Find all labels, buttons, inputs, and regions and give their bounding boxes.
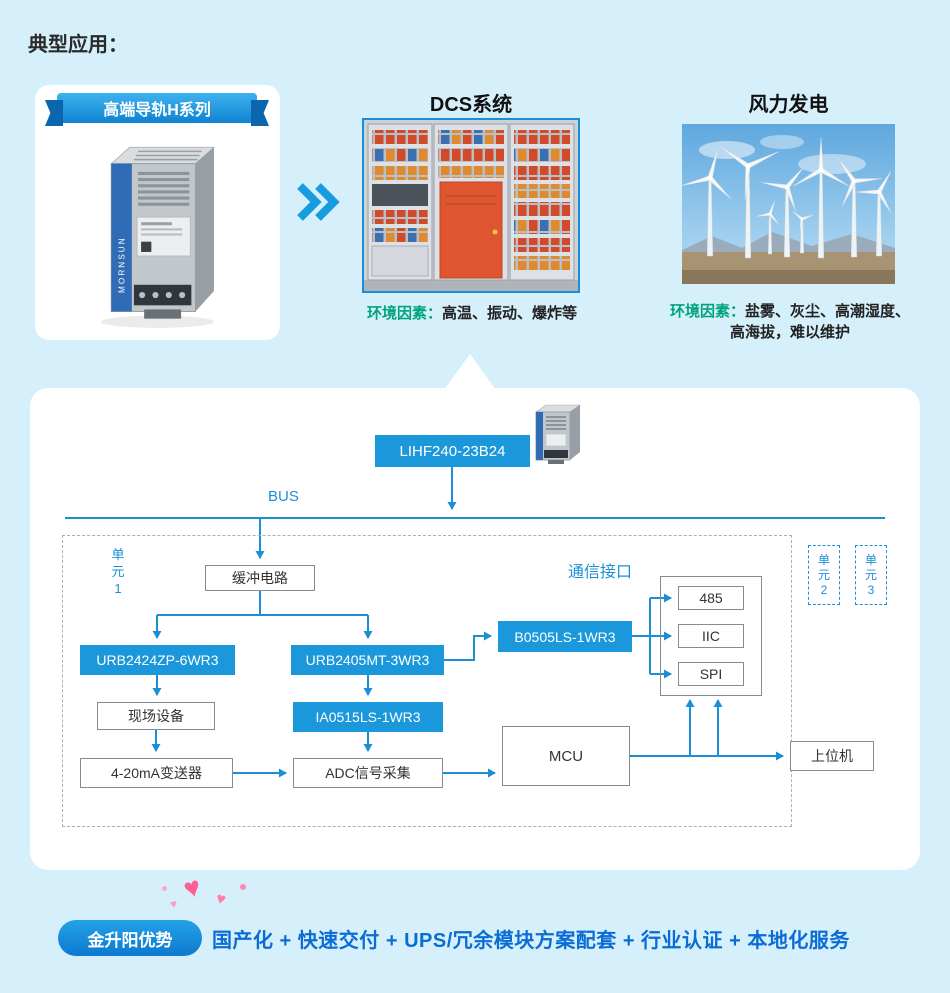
unit1-label: 单元1 [111,547,125,596]
series-ribbon: 高端导轨H系列 [57,93,257,123]
heart-icon: ♥ [180,870,205,905]
urb2405-box: URB2405MT-3WR3 [291,645,444,675]
heart-icon: ♥ [169,896,179,912]
bus-label: BUS [268,488,299,505]
dcs-env-value: 高温、振动、爆炸等 [442,305,578,322]
urb2424-box: URB2424ZP-6WR3 [80,645,235,675]
wind-turbines-image [680,124,895,284]
dcs-env-text: 环境因素：高温、振动、爆炸等 [322,303,622,324]
wind-section-title: 风力发电 [748,94,829,116]
heart-icon: ♥ [214,890,228,909]
buffer-circuit-box: 缓冲电路 [205,565,315,591]
product-card: 高端导轨H系列 MORNSUN [35,85,280,340]
unit3-box: 单元3 [855,545,887,605]
b0505-box: B0505LS-1WR3 [498,621,632,652]
if485-box: 485 [678,586,744,610]
field-device-box: 现场设备 [97,702,215,730]
advantage-slogan: 国产化 + 快速交付 + UPS/冗余模块方案配套 + 行业认证 + 本地化服务 [212,929,850,952]
wind-env-text: 环境因素：盐雾、灰尘、高潮湿度、 高海拔，难以维护 [652,301,928,343]
interface-group-box [660,576,762,696]
wind-env-line2: 高海拔，难以维护 [729,324,850,341]
advantage-badge: 金升阳优势 [58,920,202,956]
psu-product-image: MORNSUN [101,146,216,328]
module-label-box: LIHF240-23B24 [375,435,530,467]
decor-dot [240,884,246,890]
unit3-label: 单元3 [864,552,877,597]
psu-mini-image [535,404,581,464]
iic-box: IIC [678,624,744,648]
transmitter-box: 4-20mA变送器 [80,758,233,788]
comm-interface-title: 通信接口 [567,564,632,581]
host-computer-box: 上位机 [790,741,874,771]
mcu-box: MCU [502,726,630,786]
wind-env-label: 环境因素： [669,303,745,320]
decor-dot [162,886,167,891]
wind-env-line1: 盐雾、灰尘、高潮湿度、 [745,303,911,320]
unit2-label: 单元2 [817,552,830,597]
unit2-box: 单元2 [808,545,840,605]
dcs-env-label: 环境因素： [366,305,442,322]
application-panel: LIHF240-23B24 BUS 单元1 缓冲电路 URB2424ZP-6WR… [30,388,920,870]
dcs-cabinet-image [362,118,580,293]
brand-text: MORNSUN [118,236,127,293]
series-ribbon-label: 高端导轨H系列 [103,102,211,119]
adc-box: ADC信号采集 [293,758,443,788]
page-title: 典型应用： [28,34,128,56]
dcs-section-title: DCS系统 [429,94,513,116]
flow-arrows [65,467,885,778]
panel-notch [444,354,496,390]
unit1-region [62,535,792,827]
double-chevron-icon [296,182,342,227]
spi-box: SPI [678,662,744,686]
ia0515-box: IA0515LS-1WR3 [293,702,443,732]
